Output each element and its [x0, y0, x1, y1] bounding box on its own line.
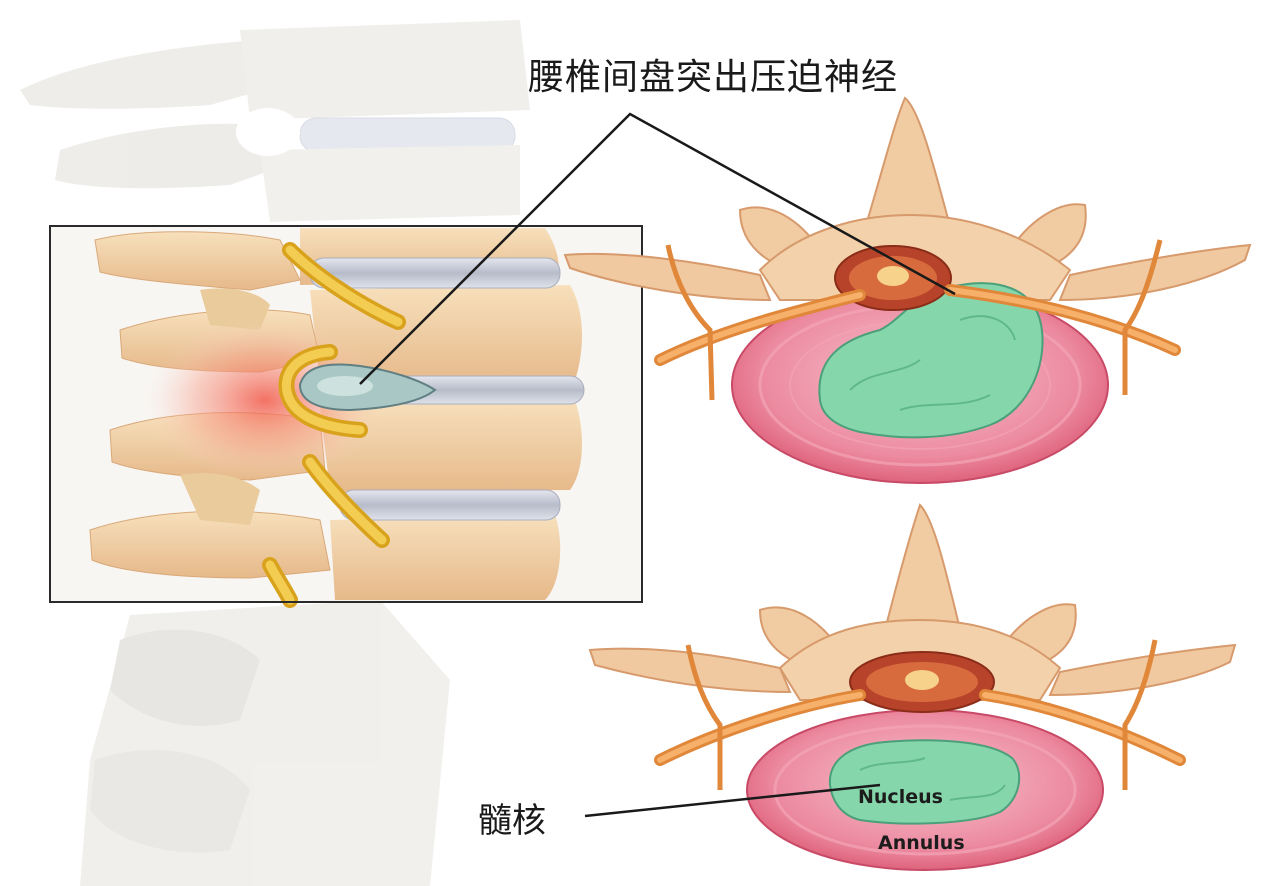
nucleus-chinese-label: 髓核 [478, 801, 546, 841]
annulus-label: Annulus [878, 832, 965, 854]
title-leader-line [359, 112, 956, 385]
normal-nucleus [828, 739, 1021, 825]
background-spine [20, 20, 530, 886]
title-label: 腰椎间盘突出压迫神经 [528, 57, 899, 98]
herniated-disc-cross-section [563, 96, 1252, 484]
nucleus-label: Nucleus [858, 786, 943, 808]
herniated-nucleus [818, 282, 1044, 439]
normal-disc-cross-section [588, 503, 1237, 871]
leader-lines [359, 112, 956, 818]
nucleus-leader-line [584, 783, 881, 818]
spine-side-view-inset [49, 225, 643, 608]
